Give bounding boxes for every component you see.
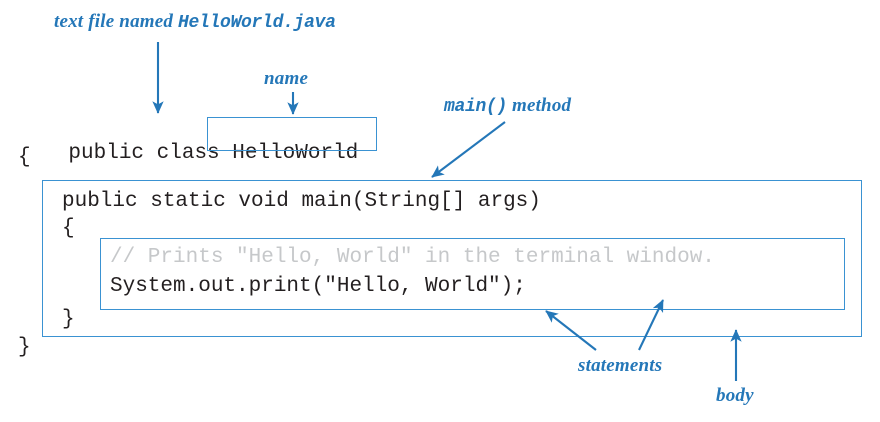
annotation-text-file-named: text file named HelloWorld.java bbox=[54, 11, 336, 33]
annotation-body: body bbox=[716, 385, 754, 406]
code-line-class-close-brace: } bbox=[18, 336, 31, 359]
annotation-name: name bbox=[264, 68, 309, 89]
annotation-file-prefix: text file named bbox=[54, 11, 179, 32]
code-line-method-signature: public static void main(String[] args) bbox=[62, 190, 541, 213]
code-line-class-open-brace: { bbox=[18, 146, 31, 169]
code-line-class-declaration: public class HelloWorld bbox=[18, 119, 358, 188]
arrow-main-method-to-box bbox=[431, 121, 506, 178]
annotation-file-name: HelloWorld.java bbox=[178, 13, 336, 33]
code-line-method-close-brace: } bbox=[62, 308, 75, 331]
annotation-statements: statements bbox=[578, 355, 663, 376]
code-class-name: HelloWorld bbox=[232, 142, 359, 165]
code-class-keyword: public class bbox=[68, 142, 233, 165]
code-line-print-statement: System.out.print("Hello, World"); bbox=[110, 275, 526, 298]
annotation-main-method-mono: main() bbox=[444, 97, 508, 117]
code-line-method-open-brace: { bbox=[62, 217, 75, 240]
method-body-box bbox=[42, 180, 862, 337]
code-line-comment: // Prints "Hello, World" in the terminal… bbox=[110, 246, 715, 269]
annotation-main-method-serif: method bbox=[507, 95, 572, 116]
class-name-highlight-box bbox=[207, 117, 377, 151]
annotation-main-method: main() method bbox=[444, 95, 571, 117]
statements-box bbox=[100, 238, 845, 310]
